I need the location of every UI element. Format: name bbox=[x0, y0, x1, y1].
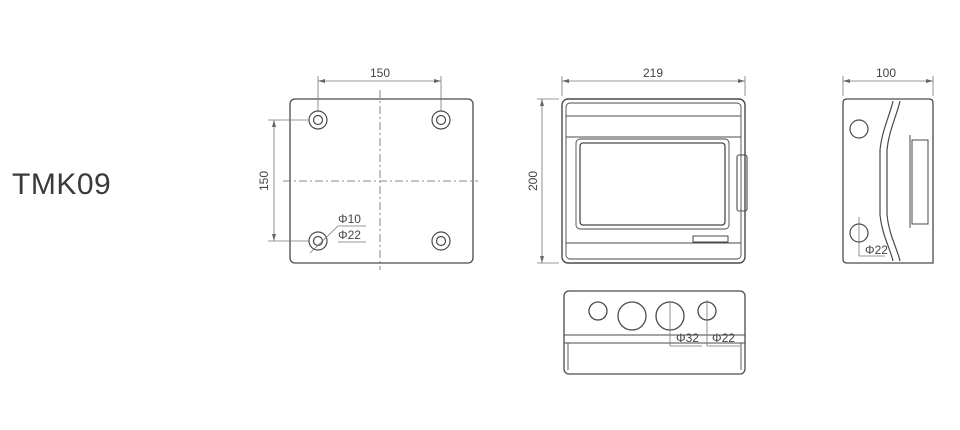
dimension-width-label: 100 bbox=[876, 66, 896, 80]
dimension-height-label: 200 bbox=[526, 171, 540, 191]
mounting-hole-bottom-left bbox=[308, 231, 328, 251]
side-hole-label: Φ22 bbox=[865, 243, 888, 257]
dimension-width-label: 219 bbox=[643, 66, 663, 80]
knockout-32-label: Φ32 bbox=[676, 331, 699, 345]
mounting-back-view: 150 150 Φ10 Φ22 bbox=[257, 66, 478, 270]
window-pane bbox=[579, 142, 726, 226]
door-profile bbox=[879, 100, 894, 262]
mounting-hole-top-right bbox=[431, 110, 451, 130]
side-view: 100 Φ22 bbox=[842, 66, 934, 264]
hole-large-label: Φ22 bbox=[338, 228, 361, 242]
side-outline bbox=[842, 98, 934, 264]
dimension-width-label: 150 bbox=[370, 66, 390, 80]
door-latch bbox=[736, 154, 748, 212]
mounting-hole-top-left bbox=[308, 110, 328, 130]
knockout-small-left bbox=[588, 301, 608, 321]
bottom-outline bbox=[563, 290, 746, 375]
hole-small-label: Φ10 bbox=[338, 212, 361, 226]
mounting-hole-bottom-right bbox=[431, 231, 451, 251]
knockout-large-left bbox=[617, 301, 647, 331]
bottom-view: Φ32 Φ22 bbox=[563, 290, 746, 375]
model-title: TMK09 bbox=[12, 168, 112, 201]
front-face-view: 219 200 bbox=[526, 66, 748, 264]
knockout-22-label: Φ22 bbox=[712, 331, 735, 345]
enclosure-outline bbox=[561, 98, 746, 264]
label-slot bbox=[692, 235, 729, 243]
dimension-height-label: 150 bbox=[257, 171, 271, 191]
side-hole-top bbox=[849, 119, 869, 139]
